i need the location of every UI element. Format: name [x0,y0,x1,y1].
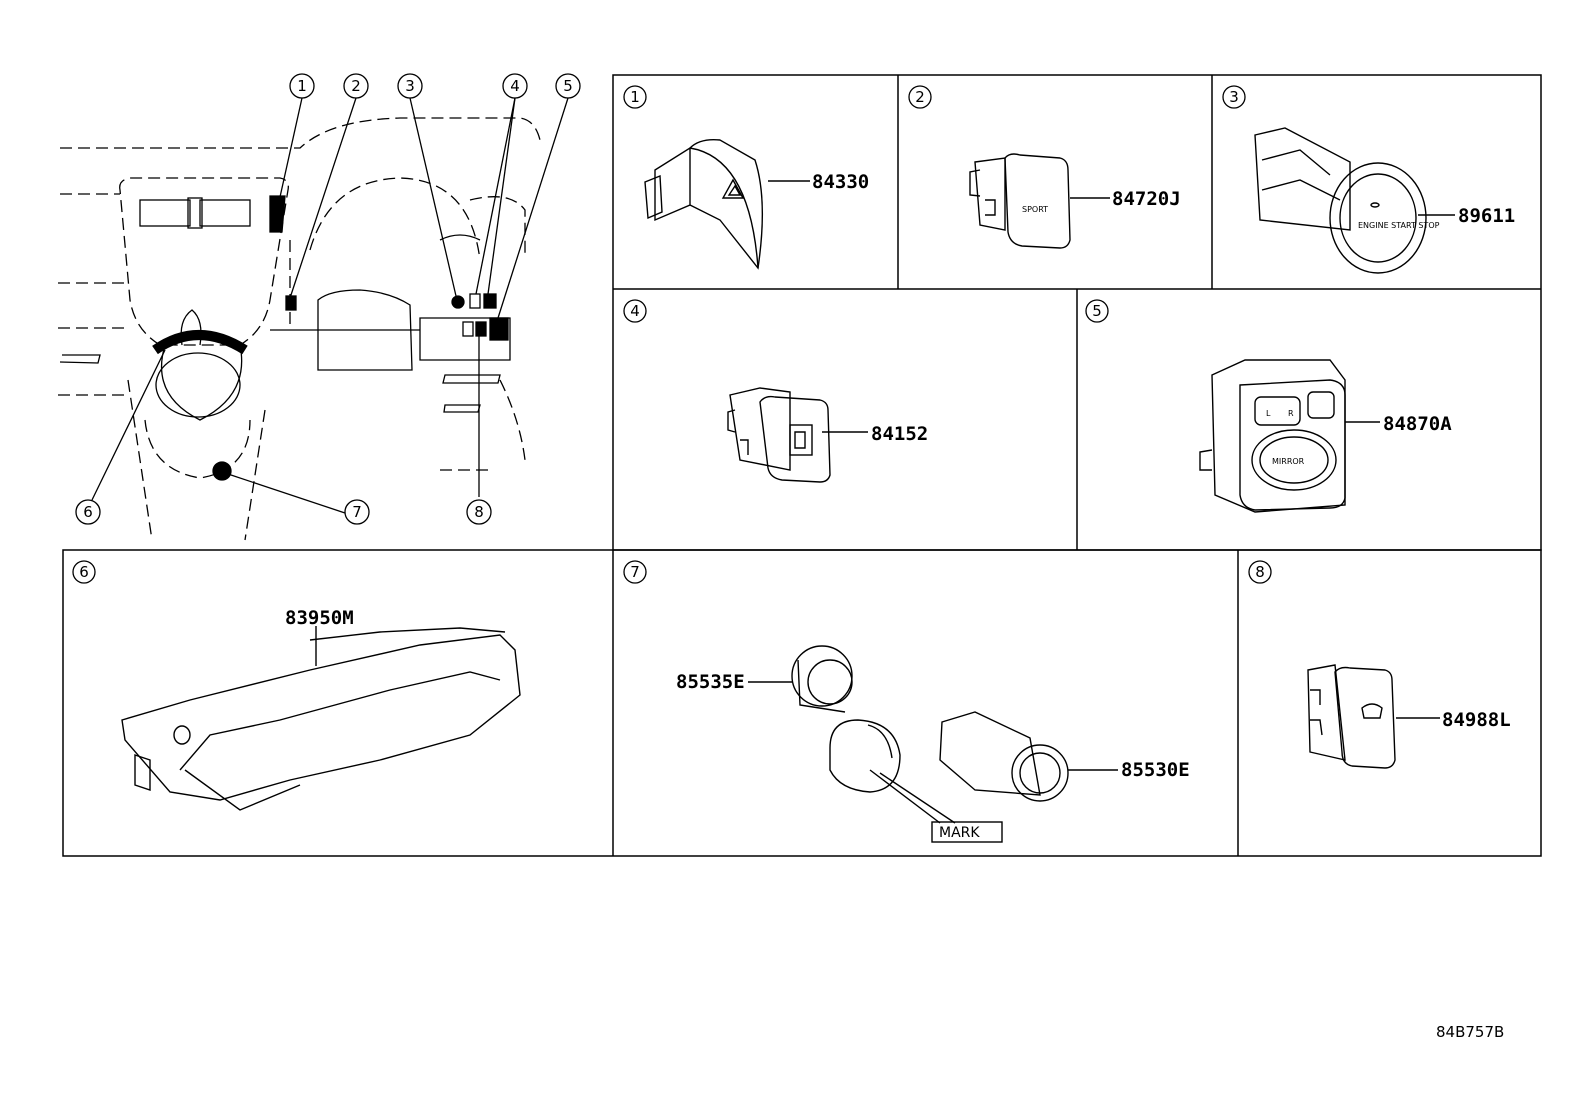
part-85530E: 85530E [1121,759,1190,781]
sport-label: SPORT [1022,205,1048,214]
part-89611: 89611 [1458,205,1515,227]
part-85535E: 85535E [676,671,745,693]
mark-box [931,821,1003,843]
callout-7-overview-label: 7 [352,503,362,521]
callout-1-overview-label: 1 [297,77,307,95]
mirror-r-label: R [1288,409,1294,418]
part-83950M: 83950M [285,607,354,629]
sport-switch-drawing [969,153,1110,249]
part-84988L: 84988L [1442,709,1511,731]
callout-2-panel: 2 [915,88,925,106]
start-stop-label: ENGINE START STOP [1358,221,1440,230]
dashboard-overview [58,97,569,541]
callout-6-panel: 6 [79,563,89,581]
callout-6-overview-label: 6 [83,503,93,521]
hazard-triangle-icon [721,178,745,199]
panel-callouts [72,85,1272,584]
diagram-code: 84B757B [1436,1023,1505,1041]
callout-5-overview [555,73,581,99]
mirror-label: MIRROR [1272,457,1305,466]
start-button-drawing [1254,127,1455,274]
callout-2-overview-label: 2 [351,77,361,95]
callout-1-overview [289,73,315,99]
callout-2-overview [343,73,369,99]
callout-5-overview-label: 5 [563,77,573,95]
callout-6-overview [75,499,101,525]
part-84152: 84152 [871,423,928,445]
part-84720J: 84720J [1112,188,1181,210]
switch-84988L-drawing [1307,664,1440,769]
indicator-icon [794,431,806,449]
panel-frame-bottom [62,549,1542,857]
overview-callouts [75,73,581,525]
callout-4-overview [502,73,528,99]
callout-3-overview [397,73,423,99]
mirror-switch-drawing [1199,359,1380,513]
switch-84152-drawing [727,387,868,483]
part-84870A: 84870A [1383,413,1452,435]
callout-8-panel: 8 [1255,563,1265,581]
callout-3-panel: 3 [1229,88,1239,106]
callout-8-overview-label: 8 [474,503,484,521]
callout-7-overview [344,499,370,525]
outlet-cap [829,719,901,793]
start-led-icon [1370,202,1380,208]
callout-1-panel: 1 [630,88,640,106]
callout-5-panel: 5 [1092,302,1102,320]
callout-4-overview-label: 4 [510,77,520,95]
power-outlet-drawing [748,645,1118,843]
callout-8-overview [466,499,492,525]
callout-3-overview-label: 3 [405,77,415,95]
part-84330: 84330 [812,171,869,193]
callout-7-panel: 7 [630,563,640,581]
hazard-switch-drawing [644,138,810,270]
mark-label: MARK [939,825,980,841]
shift-bezel-drawing [121,626,521,811]
callout-4-panel: 4 [630,302,640,320]
mirror-l-label: L [1266,409,1271,418]
vsc-off-icon [1361,703,1383,719]
